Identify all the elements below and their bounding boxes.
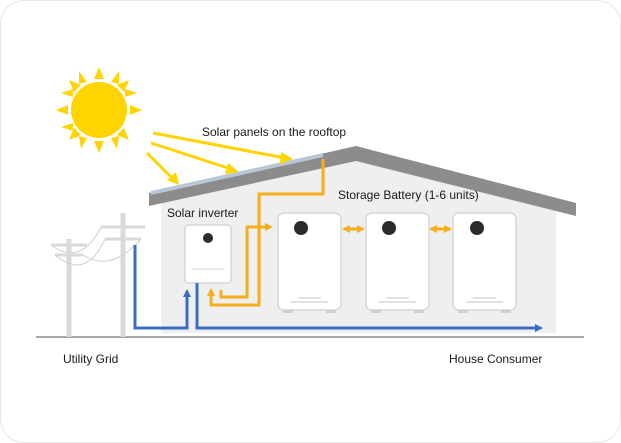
sun-rays bbox=[145, 131, 293, 185]
solar-inverter-label: Solar inverter bbox=[167, 206, 238, 220]
solar-panels-label: Solar panels on the rooftop bbox=[202, 125, 346, 139]
sun-icon bbox=[56, 67, 142, 153]
utility-grid-label: Utility Grid bbox=[63, 352, 118, 366]
solar-flow-line bbox=[207, 159, 325, 307]
storage-battery-label: Storage Battery (1-6 units) bbox=[338, 188, 479, 202]
house-consumer-label: House Consumer bbox=[449, 352, 542, 366]
utility-pole-icon bbox=[50, 213, 145, 337]
inverter-to-house-flow bbox=[195, 283, 543, 332]
solar-panel-strip bbox=[151, 153, 323, 195]
inverter-battery-flow bbox=[219, 223, 273, 299]
roof bbox=[149, 146, 576, 216]
battery-unit-icon bbox=[365, 212, 430, 313]
grid-to-inverter-flow bbox=[133, 245, 191, 330]
battery-unit-icon bbox=[277, 212, 342, 313]
battery-unit-icon bbox=[452, 212, 517, 313]
solar-inverter-icon bbox=[184, 224, 232, 284]
